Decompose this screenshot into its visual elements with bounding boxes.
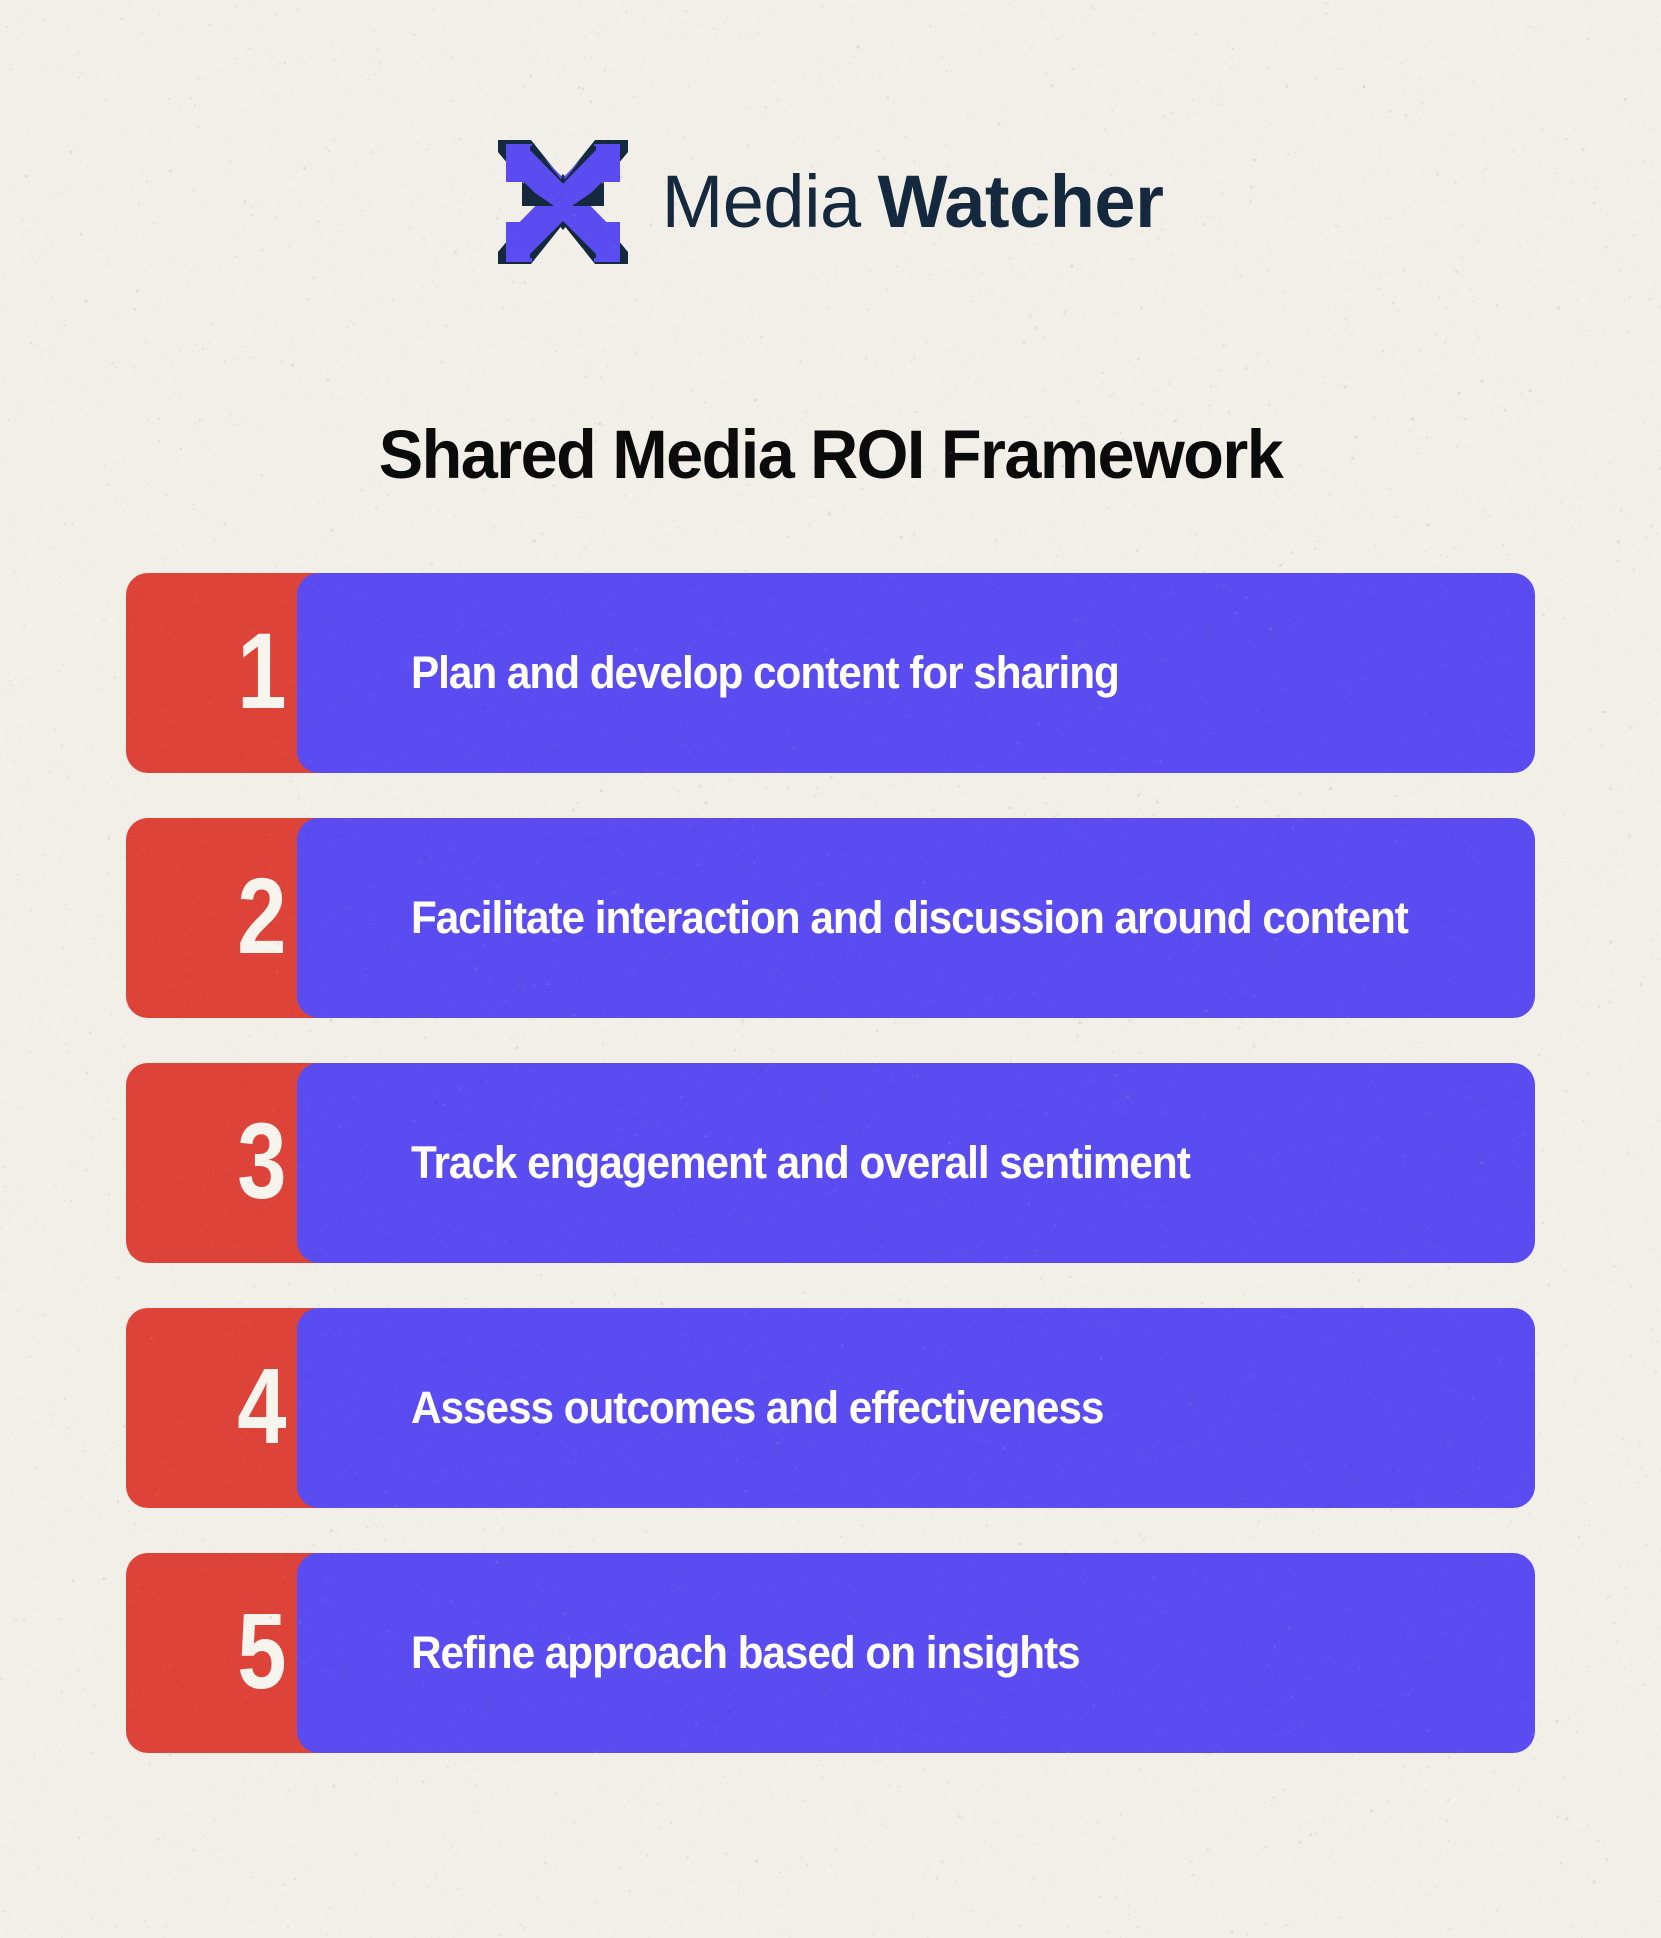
step-content-bar: Assess outcomes and effectiveness [297, 1308, 1535, 1508]
step-content-bar: Track engagement and overall sentiment [297, 1063, 1535, 1263]
step-label: Plan and develop content for sharing [411, 646, 1120, 698]
brand-header: Media Watcher [0, 136, 1661, 268]
brand-wordmark: Media Watcher [662, 165, 1164, 239]
brand-name-light: Media [661, 160, 862, 243]
step-label: Refine approach based on insights [411, 1626, 1081, 1678]
step-number: 4 [237, 1345, 286, 1466]
list-item: 4 Assess outcomes and effectiveness [126, 1308, 1535, 1508]
list-item: 3 Track engagement and overall sentiment [126, 1063, 1535, 1263]
step-label: Facilitate interaction and discussion ar… [411, 891, 1409, 943]
list-item: 2 Facilitate interaction and discussion … [126, 818, 1535, 1018]
step-number: 1 [237, 610, 286, 731]
page-title: Shared Media ROI Framework [378, 416, 1284, 494]
step-number: 2 [237, 855, 286, 976]
step-content-bar: Facilitate interaction and discussion ar… [297, 818, 1535, 1018]
step-label: Assess outcomes and effectiveness [411, 1381, 1104, 1433]
step-label: Track engagement and overall sentiment [411, 1136, 1191, 1188]
x-mark-logo-icon [497, 136, 628, 268]
step-content-bar: Plan and develop content for sharing [297, 573, 1535, 773]
list-item: 5 Refine approach based on insights [126, 1553, 1535, 1753]
list-item: 1 Plan and develop content for sharing [126, 573, 1535, 773]
step-number: 5 [237, 1590, 286, 1711]
step-number: 3 [237, 1100, 286, 1221]
brand-name-bold: Watcher [877, 160, 1164, 243]
step-content-bar: Refine approach based on insights [297, 1553, 1535, 1753]
steps-list: 1 Plan and develop content for sharing 2… [126, 573, 1535, 1753]
